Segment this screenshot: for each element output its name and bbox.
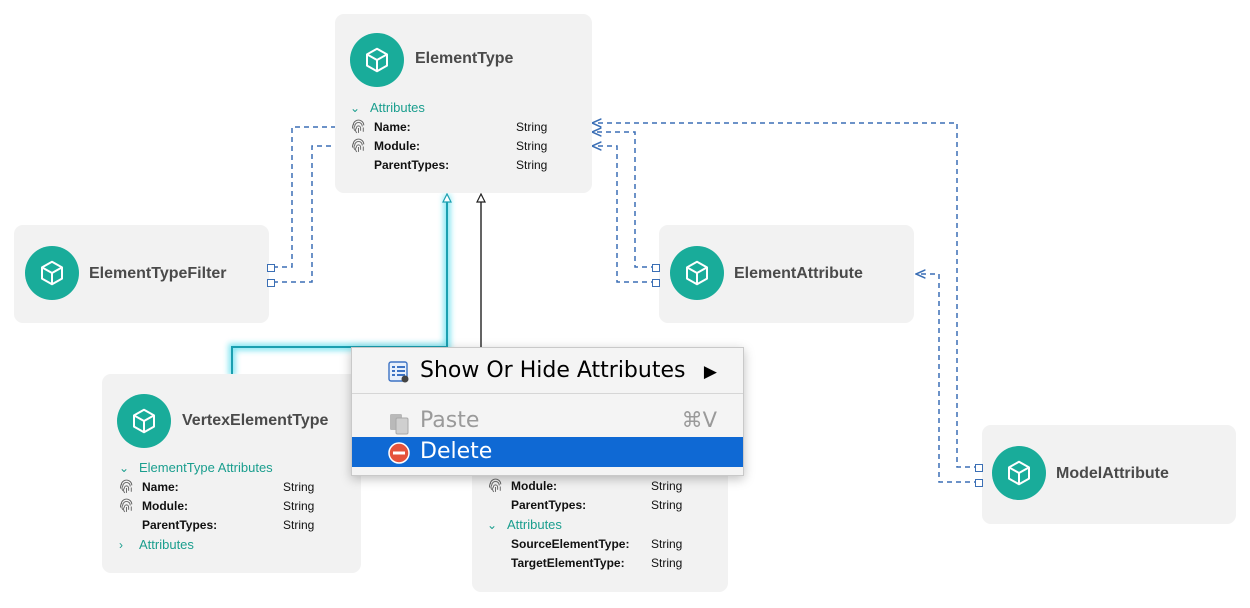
section-label: Attributes: [370, 100, 425, 115]
attribute-type: String: [283, 499, 315, 513]
attribute-type: String: [651, 537, 683, 551]
section-label: ElementType Attributes: [139, 460, 273, 475]
chevron-down-icon: ⌄: [487, 518, 498, 532]
node-title: ElementType: [415, 50, 514, 67]
fingerprint-icon: [350, 119, 367, 139]
section-attributes[interactable]: ⌄ Attributes: [350, 100, 425, 115]
node-element-type[interactable]: ElementType ⌄ Attributes Name: String Mod…: [335, 14, 592, 193]
edge-filter-to-name[interactable]: [273, 127, 347, 268]
attribute-row[interactable]: Module: String: [118, 498, 348, 516]
attribute-type: String: [516, 158, 548, 172]
attribute-type: String: [651, 479, 683, 493]
node-title: ElementAttribute: [734, 265, 863, 282]
edge-edgeelement-inheritance-arrow: [476, 192, 486, 203]
attribute-name: Module:: [374, 139, 420, 153]
attribute-name: ParentTypes:: [142, 518, 218, 532]
list-icon: [388, 361, 410, 383]
attribute-row[interactable]: ParentTypes: String: [118, 517, 348, 535]
attribute-row[interactable]: SourceElementType: String: [487, 536, 717, 554]
chevron-down-icon: ⌄: [350, 101, 361, 115]
attribute-type: String: [283, 480, 315, 494]
cube-icon: [992, 446, 1046, 500]
attribute-row[interactable]: ParentTypes: String: [350, 157, 580, 175]
edge-modelattribute-to-elementtype[interactable]: [592, 123, 979, 468]
cube-icon: [25, 246, 79, 300]
menu-item-shortcut: ⌘V: [681, 408, 717, 432]
attribute-row[interactable]: Module: String: [350, 138, 580, 156]
connection-port[interactable]: [652, 279, 660, 287]
attribute-name: TargetElementType:: [511, 556, 625, 570]
node-title: ElementTypeFilter: [89, 265, 227, 282]
edge-modelattribute-to-elementattribute[interactable]: [916, 274, 979, 483]
attribute-row[interactable]: ParentTypes: String: [487, 497, 717, 515]
fingerprint-icon: [350, 138, 367, 158]
attribute-row[interactable]: Name: String: [350, 119, 580, 137]
connection-port[interactable]: [975, 479, 983, 487]
connection-port[interactable]: [267, 279, 275, 287]
attribute-type: String: [516, 120, 548, 134]
section-label: Attributes: [139, 537, 194, 552]
edge-elementattribute-to-name[interactable]: [592, 132, 656, 268]
node-title: ModelAttribute: [1056, 465, 1169, 482]
menu-item-delete[interactable]: Delete: [352, 437, 743, 467]
attribute-type: String: [651, 498, 683, 512]
attribute-row[interactable]: Module: String: [487, 478, 717, 496]
menu-item-paste[interactable]: Paste ⌘V: [352, 406, 743, 436]
menu-item-label: Paste: [420, 408, 480, 433]
paste-icon: [388, 411, 410, 435]
section-label: Attributes: [507, 517, 562, 532]
attribute-name: Module:: [142, 499, 188, 513]
section-elementtype-attributes[interactable]: ⌄ ElementType Attributes: [119, 460, 273, 475]
menu-separator: [352, 393, 743, 394]
node-element-type-filter[interactable]: ElementTypeFilter: [14, 225, 269, 323]
attribute-type: String: [283, 518, 315, 532]
cube-icon: [350, 33, 404, 87]
fingerprint-icon: [118, 479, 135, 499]
attribute-name: Module:: [511, 479, 557, 493]
attribute-name: Name:: [374, 120, 411, 134]
attribute-name: ParentTypes:: [374, 158, 450, 172]
context-menu: Show Or Hide Attributes ▶ Paste ⌘V Delet…: [351, 347, 744, 476]
node-element-attribute[interactable]: ElementAttribute: [659, 225, 914, 323]
connection-port[interactable]: [975, 464, 983, 472]
delete-icon: [388, 442, 410, 464]
edge-vertex-inheritance[interactable]: [231, 201, 448, 376]
attribute-name: ParentTypes:: [511, 498, 587, 512]
cube-icon: [670, 246, 724, 300]
cube-icon: [117, 394, 171, 448]
edge-elementattribute-to-module[interactable]: [592, 146, 656, 283]
fingerprint-icon: [118, 498, 135, 518]
attribute-type: String: [651, 556, 683, 570]
section-attributes[interactable]: ⌄ Attributes: [487, 517, 562, 532]
node-model-attribute[interactable]: ModelAttribute: [982, 425, 1236, 524]
chevron-right-icon: ›: [119, 538, 123, 552]
attribute-name: SourceElementType:: [511, 537, 630, 551]
node-title: VertexElementType: [182, 412, 329, 429]
fingerprint-icon: [487, 478, 504, 498]
connection-port[interactable]: [267, 264, 275, 272]
attribute-row[interactable]: TargetElementType: String: [487, 555, 717, 573]
attribute-name: Name:: [142, 480, 179, 494]
node-vertex-element-type[interactable]: VertexElementType ⌄ ElementType Attribute…: [102, 374, 361, 573]
edge-filter-to-module[interactable]: [273, 146, 347, 283]
section-attributes-collapsed[interactable]: › Attributes: [119, 537, 194, 552]
menu-item-label: Show Or Hide Attributes: [420, 358, 686, 383]
attribute-type: String: [516, 139, 548, 153]
attribute-row[interactable]: Name: String: [118, 479, 348, 497]
chevron-down-icon: ⌄: [119, 461, 130, 475]
menu-item-label: Delete: [420, 439, 493, 464]
menu-item-show-hide-attributes[interactable]: Show Or Hide Attributes ▶: [352, 356, 743, 386]
edge-vertex-inheritance-arrow: [442, 192, 452, 203]
connection-port[interactable]: [652, 264, 660, 272]
submenu-arrow-icon: ▶: [703, 362, 717, 382]
